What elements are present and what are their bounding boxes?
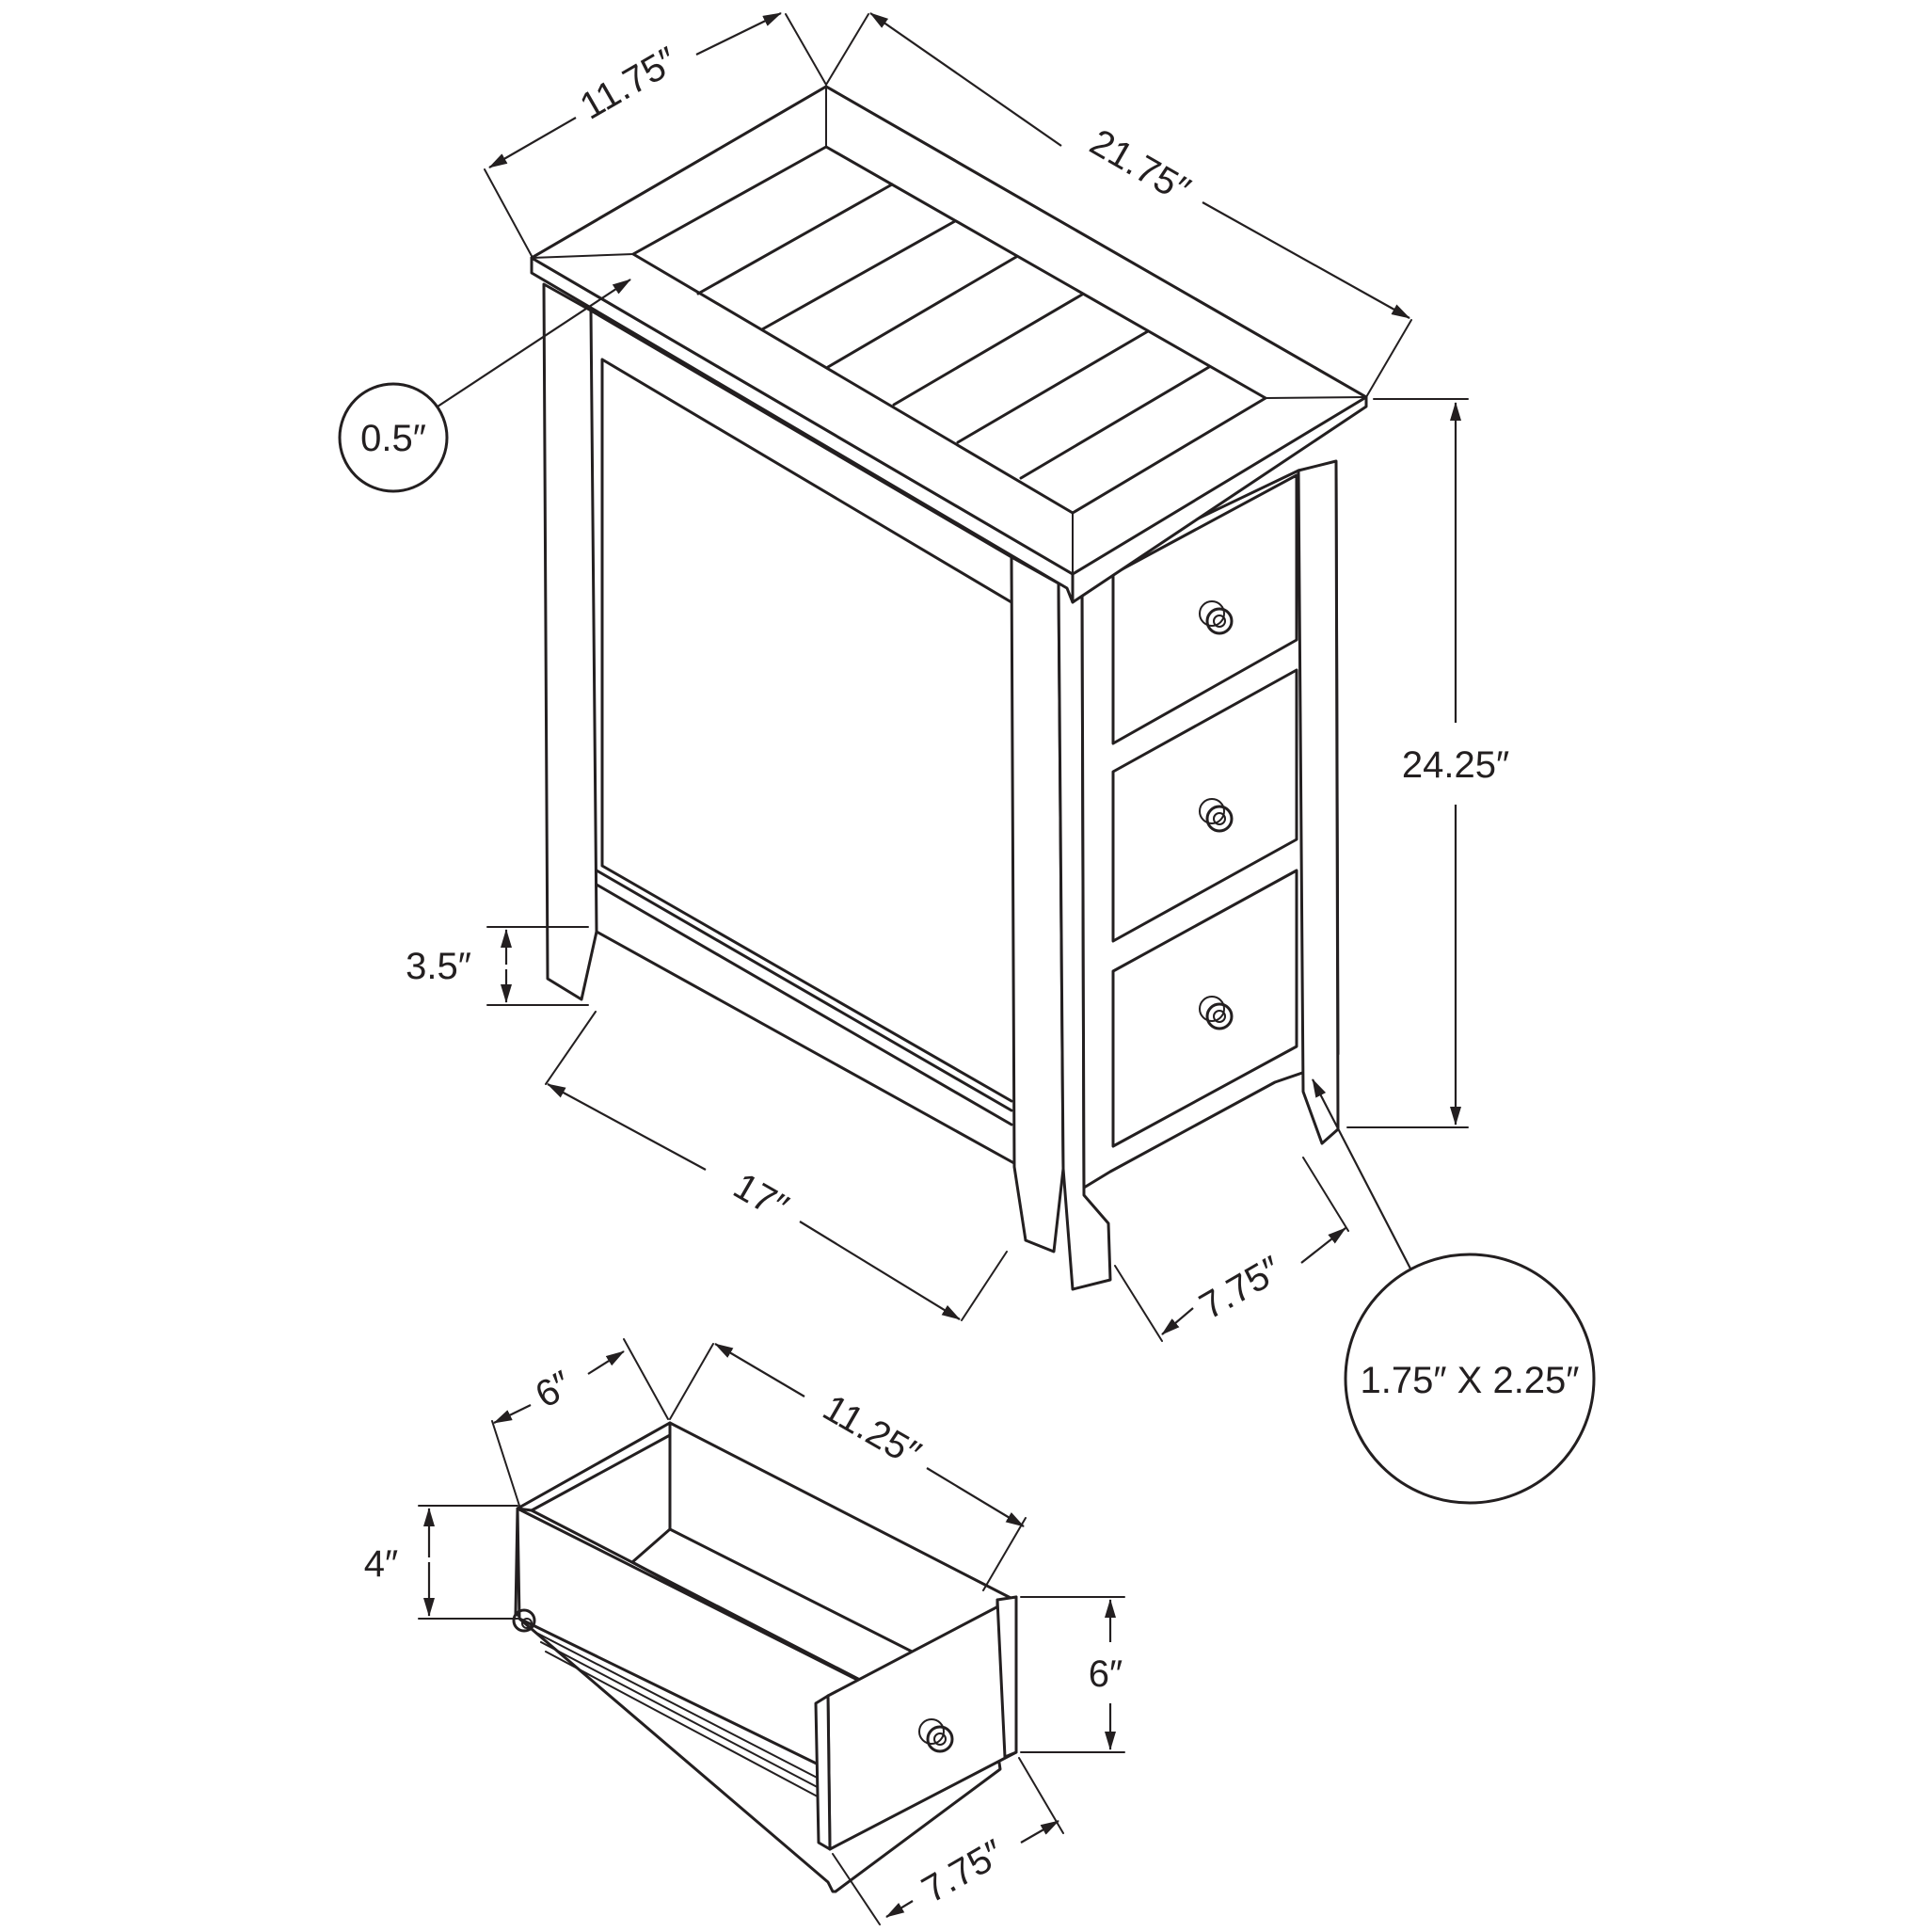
knob-icon: [1199, 996, 1234, 1030]
drawer-slide-rail: [512, 1608, 829, 1803]
top-width-label: 21.75″: [1083, 121, 1197, 211]
drawer-3-front: [1111, 869, 1298, 1148]
drawer-front-width-label: 7.75″: [916, 1832, 1011, 1911]
top-thickness-label: 0.5″: [360, 418, 426, 459]
end-table: [530, 85, 1368, 1291]
dimension-lines: [338, 12, 1596, 1925]
top-plank-lines: [696, 183, 1211, 480]
leg-size-callout: [1344, 1253, 1596, 1505]
open-drawer: [512, 1421, 1018, 1893]
thickness-callout: [338, 382, 449, 493]
leg-height-label: 3.5″: [406, 946, 471, 987]
knob-icon: [1199, 798, 1234, 833]
top-depth-label: 11.75″: [573, 40, 684, 128]
drawer-1-front: [1111, 473, 1298, 745]
side-width-label: 17″: [726, 1165, 795, 1228]
leg-size-label: 1.75″ X 2.25″: [1361, 1360, 1580, 1401]
height-label: 24.25″: [1402, 744, 1509, 786]
rear-right-leg: [1297, 459, 1340, 1145]
knob-icon: [1199, 600, 1234, 635]
drawer-front-height-label: 6″: [1089, 1653, 1123, 1695]
drawer-depth-label: 6″: [529, 1364, 580, 1416]
drawer-length-label: 11.25″: [816, 1387, 927, 1476]
front-width-label: 7.75″: [1193, 1249, 1289, 1328]
side-panel-inner: [600, 358, 1013, 1103]
knob-icon: [918, 1718, 954, 1753]
front-corner-leg: [1010, 555, 1065, 1253]
drawer-height-label: 4″: [364, 1543, 398, 1585]
rear-left-leg: [542, 282, 598, 1001]
drawer-2-front: [1111, 668, 1298, 943]
